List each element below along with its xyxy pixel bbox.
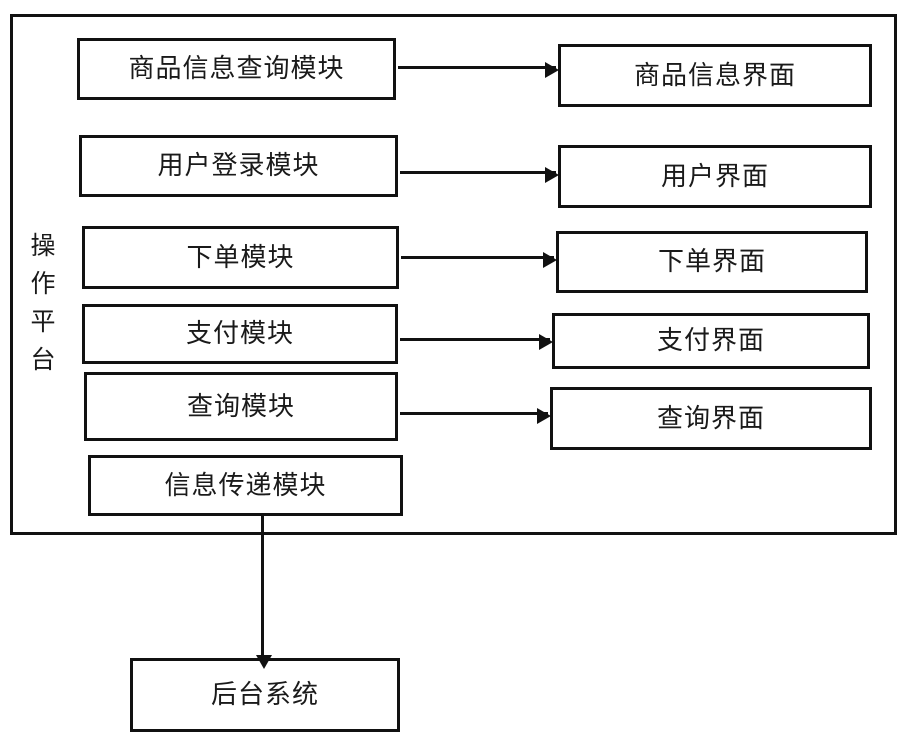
interface-box-user[interactable]: 用户界面 <box>558 145 872 208</box>
module-box-payment[interactable]: 支付模块 <box>82 304 398 364</box>
module-box-product-info-query[interactable]: 商品信息查询模块 <box>77 38 396 100</box>
arrow-right-icon-product-info <box>398 62 559 78</box>
module-box-order[interactable]: 下单模块 <box>82 226 399 289</box>
arrow-right-icon-user-login <box>400 167 559 183</box>
platform-label: 操 作 平 台 <box>26 228 60 380</box>
platform-label-char-1: 操 <box>30 233 56 260</box>
platform-label-char-4: 台 <box>30 347 56 374</box>
interface-box-payment[interactable]: 支付界面 <box>552 313 870 369</box>
module-box-message-delivery[interactable]: 信息传递模块 <box>88 455 403 516</box>
module-box-query[interactable]: 查询模块 <box>84 372 398 441</box>
arrow-right-icon-payment <box>400 334 553 350</box>
interface-box-order[interactable]: 下单界面 <box>556 231 868 293</box>
module-box-user-login[interactable]: 用户登录模块 <box>79 135 398 197</box>
backend-system-box[interactable]: 后台系统 <box>130 658 400 732</box>
platform-label-char-2: 作 <box>30 271 56 298</box>
interface-box-product-info[interactable]: 商品信息界面 <box>558 44 872 107</box>
arrow-down-icon-backend <box>256 516 272 669</box>
platform-label-char-3: 平 <box>30 309 56 336</box>
arrow-right-icon-order <box>401 252 557 268</box>
arrow-right-icon-query <box>400 408 551 424</box>
interface-box-query[interactable]: 查询界面 <box>550 387 872 450</box>
